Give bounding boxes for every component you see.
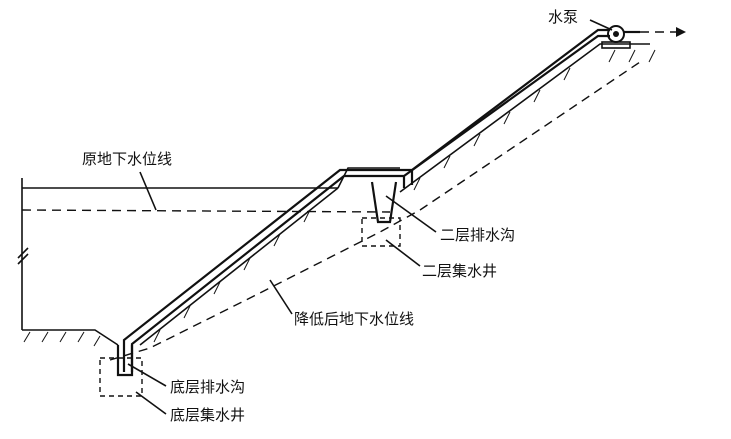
lowered-water-table-line bbox=[109, 61, 641, 361]
second-well-label: 二层集水井 bbox=[422, 262, 497, 280]
arrow-right-icon bbox=[640, 27, 686, 37]
original-ground bbox=[17, 178, 338, 330]
upper-slope-hatching bbox=[413, 49, 656, 191]
bottom-ditch-label: 底层排水沟 bbox=[170, 378, 245, 396]
pump-icon bbox=[601, 25, 640, 49]
lowered-water-table-label: 降低后地下水位线 bbox=[294, 310, 414, 328]
bottom-well-label: 底层集水井 bbox=[170, 406, 245, 424]
lower-slope-hatching bbox=[153, 209, 311, 343]
second-sump-well bbox=[361, 217, 401, 247]
original-water-table-label: 原地下水位线 bbox=[82, 150, 172, 168]
discharge-pipe bbox=[122, 28, 610, 372]
second-ditch-label: 二层排水沟 bbox=[440, 226, 515, 244]
excavation-slope bbox=[22, 43, 650, 346]
pump-label: 水泵 bbox=[548, 8, 578, 26]
bottom-ground-hatching bbox=[23, 331, 101, 347]
bottom-sump-well bbox=[99, 357, 143, 397]
second-ditch bbox=[370, 181, 398, 224]
leader-lines bbox=[127, 19, 613, 415]
original-water-table-line bbox=[21, 209, 391, 213]
